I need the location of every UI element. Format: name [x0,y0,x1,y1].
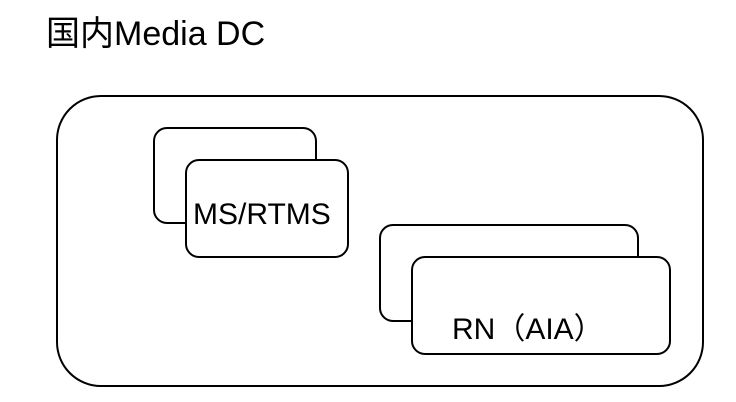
rn-label: RN（AIA） [452,313,604,346]
ms-label: MS/RTMS [193,198,331,231]
ms-front-box [185,159,349,258]
diagram-title: 国内Media DC [46,15,266,53]
rn-front-box [411,256,671,355]
